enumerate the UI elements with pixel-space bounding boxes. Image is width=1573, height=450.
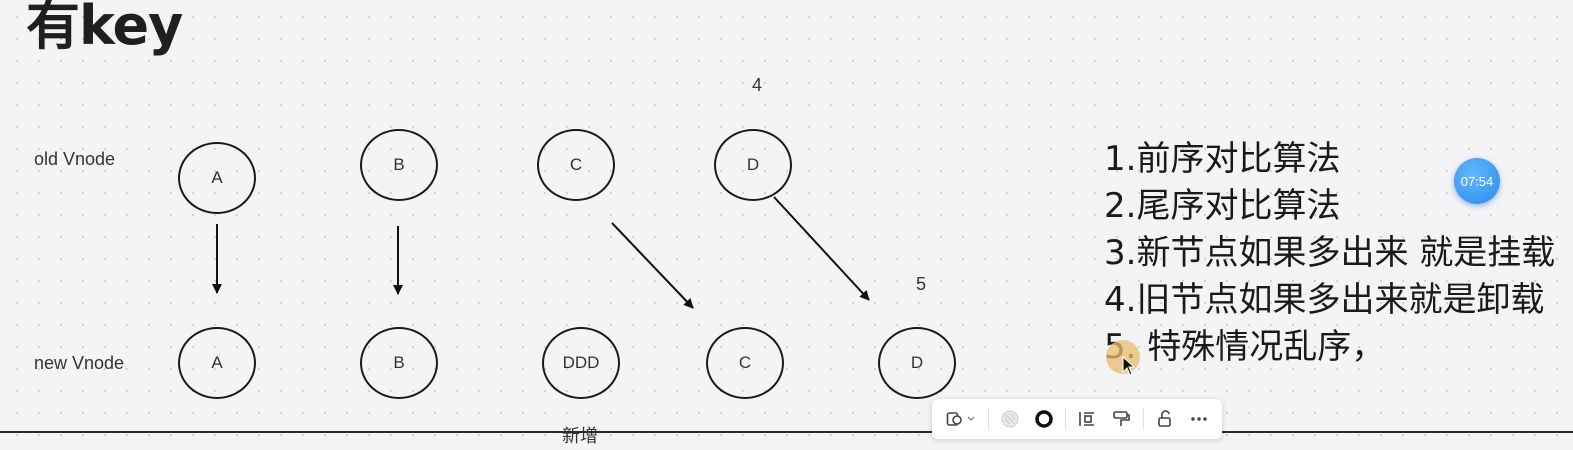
floating-toolbar <box>932 399 1222 439</box>
old-node-d[interactable]: D <box>714 129 792 201</box>
more-button[interactable] <box>1184 403 1214 435</box>
old-vnode-label: old Vnode <box>34 149 116 169</box>
arrow-d-to-d <box>773 196 870 301</box>
align-button[interactable] <box>1072 403 1102 435</box>
fill-button[interactable] <box>995 403 1025 435</box>
step-item: 3.新节点如果多出来 就是挂载 <box>1104 233 1556 273</box>
step-item: 2.尾序对比算法 <box>1104 186 1341 226</box>
lock-icon <box>1157 410 1171 427</box>
old-node-b[interactable]: B <box>360 129 438 201</box>
old-node-c[interactable]: C <box>537 129 615 201</box>
shape-icon <box>946 412 975 426</box>
step-item: 4.旧节点如果多出来就是卸载 <box>1104 280 1545 320</box>
bottom-divider <box>0 431 1573 433</box>
format-painter-button[interactable] <box>1106 403 1136 435</box>
arrow-c-to-c <box>611 222 694 309</box>
new-node-d[interactable]: D <box>878 327 956 399</box>
new-node-a[interactable]: A <box>178 327 256 399</box>
shape-button[interactable] <box>940 403 982 435</box>
toolbar-separator <box>1142 408 1144 430</box>
new-node-c[interactable]: C <box>706 327 784 399</box>
toolbar-separator <box>987 408 989 430</box>
format-painter-icon <box>1113 411 1131 426</box>
align-icon <box>1079 412 1095 426</box>
new-vnode-label: new Vnode <box>34 353 125 373</box>
new-index-label: 5 <box>916 274 927 294</box>
old-index-label: 4 <box>752 75 763 95</box>
stroke-icon <box>1035 410 1053 428</box>
fill-icon <box>1001 410 1019 428</box>
lock-button[interactable] <box>1150 403 1180 435</box>
more-icon <box>1191 417 1207 421</box>
step-item: 1.前序对比算法 <box>1104 139 1341 179</box>
step-item: 5. 特殊情况乱序， <box>1104 327 1386 367</box>
page-title: 有key <box>26 0 183 57</box>
stroke-button[interactable] <box>1029 403 1059 435</box>
new-node-b[interactable]: B <box>360 327 438 399</box>
chevron-down-icon <box>967 416 975 421</box>
toolbar-separator <box>1065 408 1067 430</box>
timer-badge[interactable]: 07:54 <box>1454 158 1500 204</box>
new-node-ddd[interactable]: DDD <box>542 327 620 399</box>
mouse-cursor-icon <box>1122 356 1136 376</box>
old-node-a[interactable]: A <box>178 142 256 214</box>
steps-list: 1.前序对比算法 2.尾序对比算法 3.新节点如果多出来 就是挂载 4.旧节点如… <box>1104 136 1555 371</box>
